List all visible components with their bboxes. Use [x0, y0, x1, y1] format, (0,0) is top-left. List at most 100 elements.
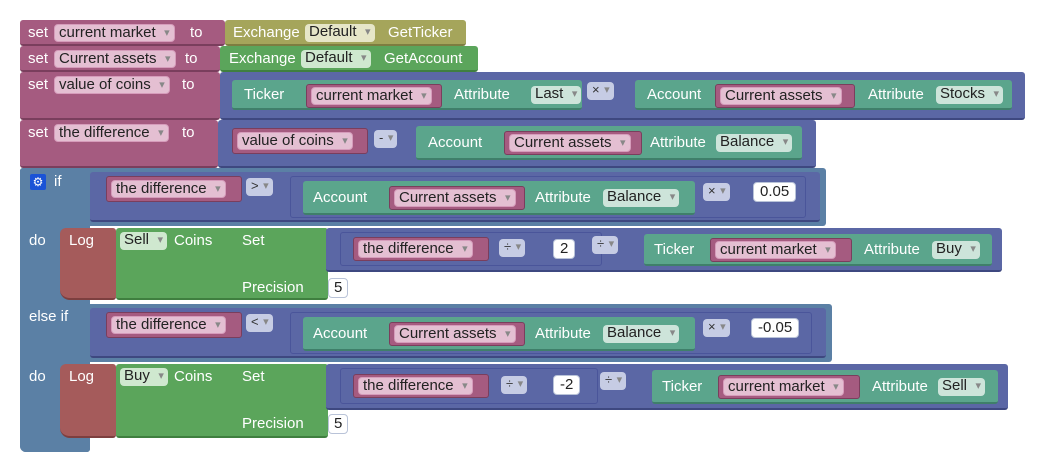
- current-assets-var-block[interactable]: Current assets: [715, 84, 855, 108]
- attr-sell-dropdown[interactable]: Sell: [938, 378, 986, 396]
- divide-operator-dropdown[interactable]: ÷: [501, 376, 528, 394]
- set-value-of-coins-block[interactable]: set value of coins to: [20, 72, 220, 120]
- coins-label: Coins: [174, 232, 213, 249]
- buy-action-dropdown[interactable]: Buy: [120, 368, 168, 386]
- divide-buy-block[interactable]: the difference ÷ -2 ÷ Ticker current mar…: [326, 364, 1008, 410]
- multiply-balance-block[interactable]: Account Current assets Attribute Balance…: [290, 176, 806, 218]
- multiply-operator-dropdown[interactable]: ×: [703, 183, 730, 201]
- log-sell-block[interactable]: Log: [60, 228, 116, 300]
- precision-field[interactable]: 5: [328, 414, 349, 434]
- exchange-label: Exchange: [233, 24, 300, 41]
- attribute-label: Attribute: [535, 325, 591, 342]
- multiply-block[interactable]: Ticker current market Attribute Last × A…: [220, 72, 1025, 120]
- account-attribute-block[interactable]: Account Current assets Attribute Stocks: [635, 80, 1012, 110]
- attribute-label: Attribute: [454, 86, 510, 103]
- gt-operator-dropdown[interactable]: >: [246, 178, 273, 196]
- precision-field[interactable]: 5: [328, 278, 349, 298]
- var-current-market-dropdown[interactable]: current market: [54, 24, 175, 42]
- account-balance-block[interactable]: Account Current assets Attribute Balance: [303, 181, 695, 215]
- subtract-block[interactable]: value of coins - Account Current assets …: [218, 120, 816, 168]
- set-current-market-block[interactable]: set current market to: [20, 20, 225, 46]
- to-label: to: [185, 50, 198, 67]
- set-label: set: [28, 50, 49, 67]
- attribute-label: Attribute: [650, 134, 706, 151]
- ticker-label: Ticker: [662, 378, 703, 395]
- var-value-of-coins-dropdown[interactable]: value of coins: [237, 132, 353, 150]
- lt-operator-dropdown[interactable]: <: [246, 314, 273, 332]
- set-current-assets-block[interactable]: set Current assets to: [20, 46, 220, 72]
- number-field[interactable]: 0.05: [753, 182, 797, 202]
- divide-operator-dropdown[interactable]: ÷: [499, 239, 526, 257]
- divide-operator-dropdown[interactable]: ÷: [592, 236, 619, 254]
- multiply-operator-dropdown[interactable]: ×: [703, 319, 730, 337]
- attr-last-dropdown[interactable]: Last: [531, 86, 582, 104]
- current-assets-var-block[interactable]: Current assets: [389, 322, 525, 346]
- current-market-var-block[interactable]: current market: [710, 238, 852, 262]
- multiply-balance-block[interactable]: Account Current assets Attribute Balance…: [290, 312, 812, 354]
- exchange-default-dropdown[interactable]: Default: [301, 50, 371, 68]
- account-label: Account: [647, 86, 702, 103]
- ticker-buy-block[interactable]: Ticker current market Attribute Buy: [644, 234, 992, 266]
- exchange-default-dropdown[interactable]: Default: [305, 24, 375, 42]
- var-current-assets-dropdown[interactable]: Current assets: [509, 134, 631, 152]
- getaccount-label: GetAccount: [384, 50, 463, 67]
- var-current-market-dropdown[interactable]: current market: [311, 87, 432, 105]
- exchange-getaccount-block[interactable]: Exchange Default GetAccount: [220, 46, 478, 72]
- var-current-assets-dropdown[interactable]: Current assets: [54, 50, 176, 68]
- the-difference-var-block[interactable]: the difference: [353, 237, 489, 261]
- set-precision-inner: Set Precision: [232, 228, 328, 298]
- ticker-attribute-block[interactable]: Ticker current market Attribute Last: [232, 80, 582, 110]
- var-current-market-dropdown[interactable]: current market: [715, 241, 836, 259]
- ticker-sell-block[interactable]: Ticker current market Attribute Sell: [652, 370, 998, 404]
- log-label: Log: [69, 368, 95, 385]
- difference-div-block[interactable]: the difference ÷ -2: [340, 368, 598, 404]
- var-current-market-dropdown[interactable]: current market: [723, 378, 844, 396]
- account-balance-block[interactable]: Account Current assets Attribute Balance: [303, 317, 695, 351]
- set-label: Set: [242, 368, 265, 385]
- set-label: set: [28, 76, 49, 93]
- set-precision-inner: Set Precision: [232, 364, 328, 436]
- number-field[interactable]: 2: [553, 239, 576, 259]
- number-field[interactable]: -2: [553, 375, 581, 395]
- sell-action-dropdown[interactable]: Sell: [120, 232, 168, 250]
- var-the-difference-dropdown[interactable]: the difference: [54, 124, 169, 142]
- coins-set-block[interactable]: Buy Coins Set Precision: [116, 364, 328, 438]
- current-market-var-block[interactable]: current market: [718, 375, 860, 399]
- to-label: to: [190, 24, 203, 41]
- current-assets-var-block[interactable]: Current assets: [504, 131, 642, 155]
- var-the-difference-dropdown[interactable]: the difference: [358, 377, 473, 395]
- var-the-difference-dropdown[interactable]: the difference: [111, 180, 226, 198]
- difference-div-block[interactable]: the difference ÷ 2: [340, 232, 602, 266]
- multiply-operator-dropdown[interactable]: ×: [587, 82, 614, 100]
- value-of-coins-var-block[interactable]: value of coins: [232, 128, 368, 154]
- attr-balance-dropdown[interactable]: Balance: [716, 134, 793, 152]
- account-balance-block[interactable]: Account Current assets Attribute Balance: [416, 126, 802, 160]
- gear-icon[interactable]: ⚙: [30, 174, 46, 190]
- current-market-var-block[interactable]: current market: [306, 84, 442, 108]
- exchange-getticker-block[interactable]: Exchange Default GetTicker: [225, 20, 466, 46]
- to-label: to: [182, 124, 195, 141]
- var-the-difference-dropdown[interactable]: the difference: [111, 316, 226, 334]
- divide-operator-dropdown[interactable]: ÷: [600, 372, 627, 390]
- var-current-assets-dropdown[interactable]: Current assets: [394, 325, 516, 343]
- the-difference-var-block[interactable]: the difference: [353, 374, 489, 398]
- var-current-assets-dropdown[interactable]: Current assets: [394, 189, 516, 207]
- attr-stocks-dropdown[interactable]: Stocks: [936, 86, 1004, 104]
- set-the-difference-block[interactable]: set the difference to: [20, 120, 218, 168]
- the-difference-var-block[interactable]: the difference: [106, 176, 242, 202]
- the-difference-var-block[interactable]: the difference: [106, 312, 242, 338]
- attr-buy-dropdown[interactable]: Buy: [932, 241, 980, 259]
- current-assets-var-block[interactable]: Current assets: [389, 186, 525, 210]
- attr-balance-dropdown[interactable]: Balance: [603, 189, 680, 207]
- divide-sell-block[interactable]: the difference ÷ 2 ÷ Ticker current mark…: [326, 228, 1002, 272]
- coins-set-block[interactable]: Sell Coins Set Precision: [116, 228, 328, 300]
- number-field[interactable]: -0.05: [751, 318, 800, 338]
- compare-gt-block[interactable]: the difference > Account Current assets …: [90, 172, 820, 222]
- var-value-of-coins-dropdown[interactable]: value of coins: [54, 76, 170, 94]
- attr-balance-dropdown[interactable]: Balance: [603, 325, 680, 343]
- compare-lt-block[interactable]: the difference < Account Current assets …: [90, 308, 826, 358]
- var-the-difference-dropdown[interactable]: the difference: [358, 240, 473, 258]
- log-buy-block[interactable]: Log: [60, 364, 116, 438]
- minus-operator-dropdown[interactable]: -: [374, 130, 398, 148]
- var-current-assets-dropdown[interactable]: Current assets: [720, 87, 842, 105]
